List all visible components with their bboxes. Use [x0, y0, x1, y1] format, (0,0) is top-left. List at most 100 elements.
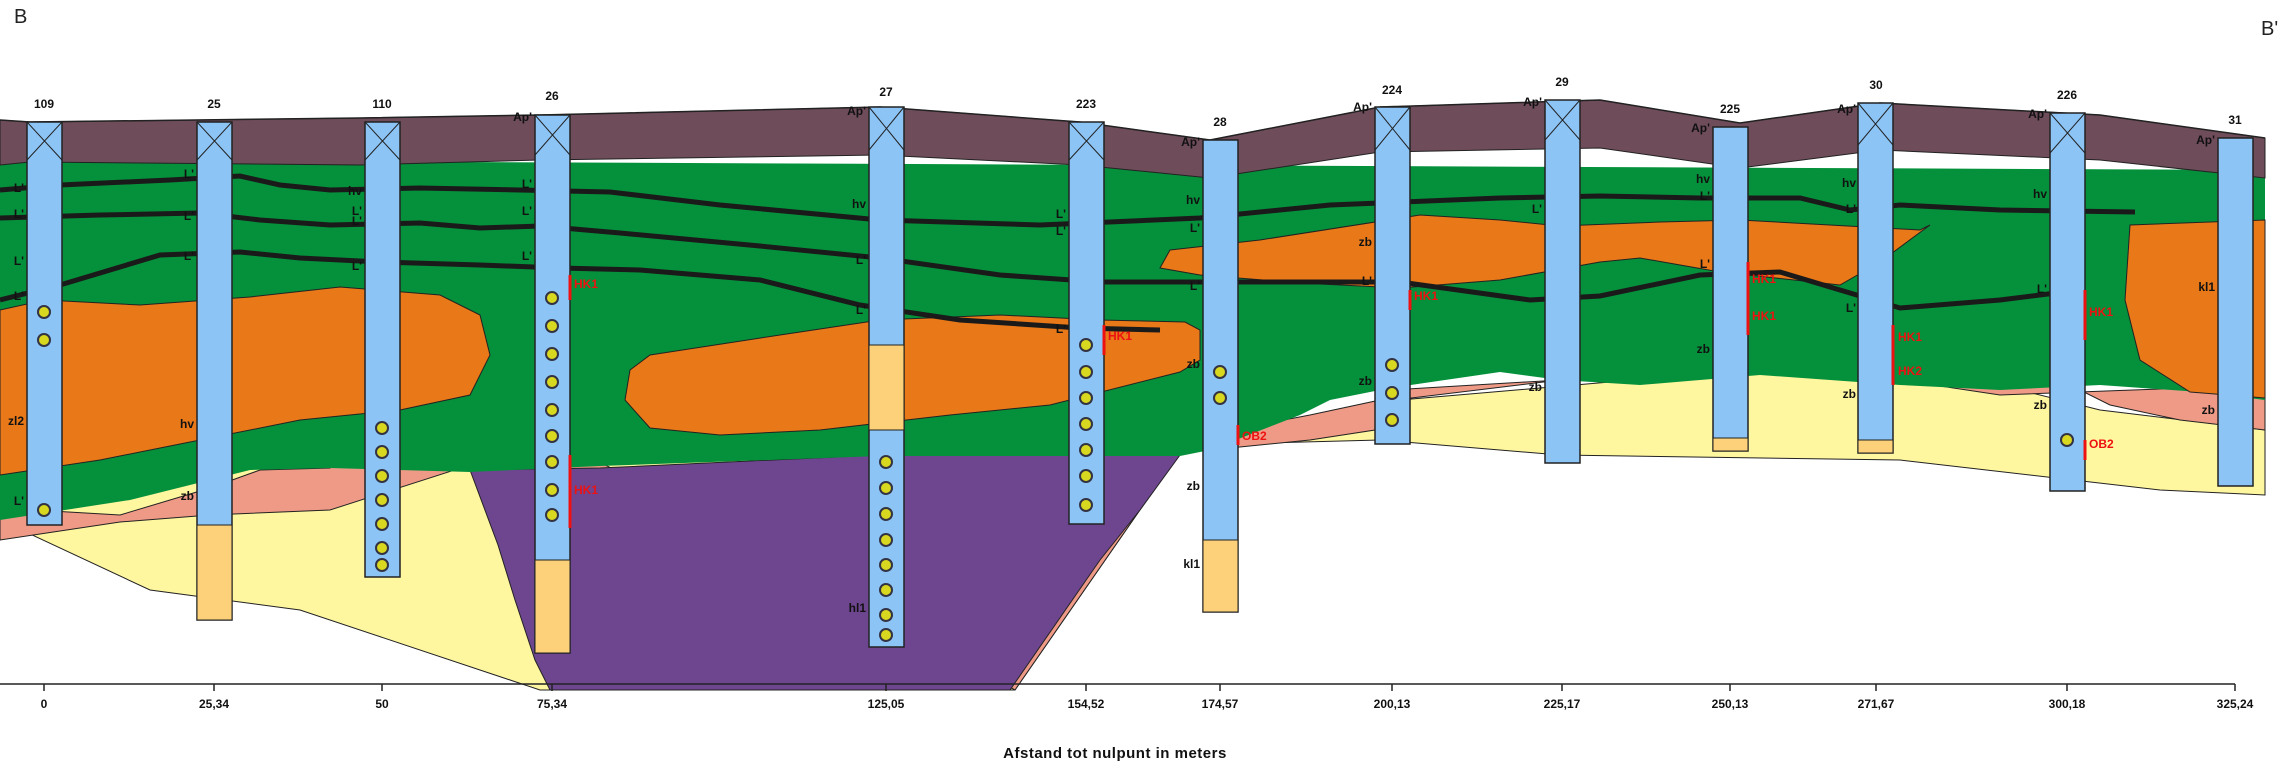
layer-code-label: zl2	[8, 414, 24, 428]
sample-tag-label: HK1	[2089, 305, 2113, 319]
x-axis-tick-label: 154,52	[1068, 697, 1105, 711]
layer-code-label: L'	[1056, 207, 1066, 221]
layer-code-label: L'	[14, 254, 24, 268]
layer-code-label: L'	[14, 494, 24, 508]
x-axis-title: Afstand tot nulpunt in meters	[1003, 745, 1227, 762]
borehole-id: 31	[2228, 113, 2242, 127]
layer-code-label: kl1	[1183, 557, 1200, 571]
x-axis-tick-label: 200,13	[1374, 697, 1411, 711]
sand-sections	[196, 344, 1894, 654]
layer-code-label: L'	[522, 204, 532, 218]
layer-code-label: hl1	[849, 601, 867, 615]
layer-code-label: hv	[2033, 187, 2047, 201]
boundary-line-lower	[0, 249, 1161, 333]
borehole-id: 225	[1720, 102, 1740, 116]
x-axis-tick-label: 325,24	[2217, 697, 2254, 711]
borehole-id: 30	[1869, 78, 1883, 92]
layer-code-label: L'	[184, 249, 194, 263]
layer-code-label: zb	[181, 489, 194, 503]
layer-code-label: Ap'	[2028, 107, 2047, 121]
sample-tag-label: HK1	[1752, 272, 1776, 286]
layer-code-label: Ap'	[1353, 100, 1372, 114]
sample-tag-label: HK1	[1414, 289, 1438, 303]
x-axis-tick-label: 225,17	[1544, 697, 1581, 711]
layer-code-label: L'	[1700, 257, 1710, 271]
layer-code-label: L'	[1846, 202, 1856, 216]
borehole-id: 223	[1076, 97, 1096, 111]
borehole-id: 27	[879, 85, 893, 99]
layer-code-label: hv	[348, 184, 362, 198]
layer-code-label: Ap'	[847, 104, 866, 118]
layer-code-label: zb	[2202, 403, 2215, 417]
layer-code-label: L'	[856, 303, 866, 317]
layer-code-label: L'	[522, 177, 532, 191]
x-axis-tick-label: 0	[41, 697, 48, 711]
sample-tag-label: HK1	[1898, 330, 1922, 344]
boundary-line-upper	[0, 173, 2136, 228]
x-axis-tick-label: 25,34	[199, 697, 229, 711]
layer-code-label: zb	[1359, 235, 1372, 249]
borehole-id: 25	[207, 97, 221, 111]
x-axis-tick-label: 125,05	[868, 697, 905, 711]
borehole-ids: 109 25 110 26 27 223 28 224 29 225 30 226 31	[34, 75, 2242, 129]
layer-code-label: Ap'	[2196, 133, 2215, 147]
layer-code-label: Ap'	[1523, 95, 1542, 109]
layer-code-label: zb	[2034, 398, 2047, 412]
sample-tag-label: HK2	[1898, 364, 1922, 378]
sample-tag-label: HK1	[574, 483, 598, 497]
layer-code-label: L'	[1846, 301, 1856, 315]
borehole-id: 29	[1555, 75, 1569, 89]
layer-code-label: L'	[1700, 189, 1710, 203]
layer-code-label: Ap'	[1837, 102, 1856, 116]
layer-code-label: zb	[1843, 387, 1856, 401]
layer-code-label: L'	[1056, 322, 1066, 336]
layer-code-label: L'	[352, 259, 362, 273]
layer-code-label: zb	[1529, 380, 1542, 394]
layer-code-label: hv	[180, 417, 194, 431]
marker-circles	[37, 291, 2074, 642]
layer-code-label: hv	[852, 197, 866, 211]
layer-code-label: L'	[1362, 274, 1372, 288]
layer-code-label: zb	[1697, 342, 1710, 356]
layer-code-label: hv	[1842, 176, 1856, 190]
layer-code-label: zb	[1359, 374, 1372, 388]
borehole-id: 224	[1382, 83, 1402, 97]
layer-code-label: L'	[1190, 221, 1200, 235]
layer-code-label: L'	[352, 204, 362, 218]
borehole-id: 109	[34, 97, 54, 111]
layer-code-label: Ap'	[1181, 135, 1200, 149]
x-axis-tick-label: 50	[375, 697, 389, 711]
sample-tag-label: HK1	[1108, 329, 1132, 343]
topsoil-symbols	[26, 99, 2086, 161]
layer-code-label: L'	[522, 249, 532, 263]
sample-tag-label: HK1	[1752, 309, 1776, 323]
layer-code-label: L'	[1532, 202, 1542, 216]
layer-code-label: L'	[2037, 282, 2047, 296]
layer-code-label: L'	[184, 167, 194, 181]
x-axis-tick-label: 75,34	[537, 697, 567, 711]
red-bars	[568, 262, 2087, 528]
sample-tag-label: OB2	[2089, 437, 2114, 451]
borehole-id: 26	[545, 89, 559, 103]
borehole-id: 226	[2057, 88, 2077, 102]
borehole-id: 110	[372, 97, 392, 111]
layer-code-label: hv	[1696, 172, 1710, 186]
corner-label-left: B	[14, 6, 27, 28]
sample-tag-label: OB2	[1242, 429, 1267, 443]
borehole-id: 28	[1213, 115, 1227, 129]
layer-code-label: zb	[1187, 357, 1200, 371]
sample-tag-label: HK1	[574, 277, 598, 291]
borehole-labels: L'L'L'L'zl2L'L'L'L'hvzbhvL'L'L'Ap'L'L'L'…	[8, 95, 2215, 615]
layer-code-label: kl1	[2198, 280, 2215, 294]
corner-label-right: B'	[2261, 18, 2278, 40]
orange-layer-middle	[624, 314, 1201, 436]
layer-code-label: L'	[14, 207, 24, 221]
layer-code-label: L'	[856, 253, 866, 267]
layer-code-label: zb	[1187, 479, 1200, 493]
layer-code-label: L'	[14, 181, 24, 195]
layer-code-label: L'	[1190, 279, 1200, 293]
layer-code-label: L'	[184, 209, 194, 223]
